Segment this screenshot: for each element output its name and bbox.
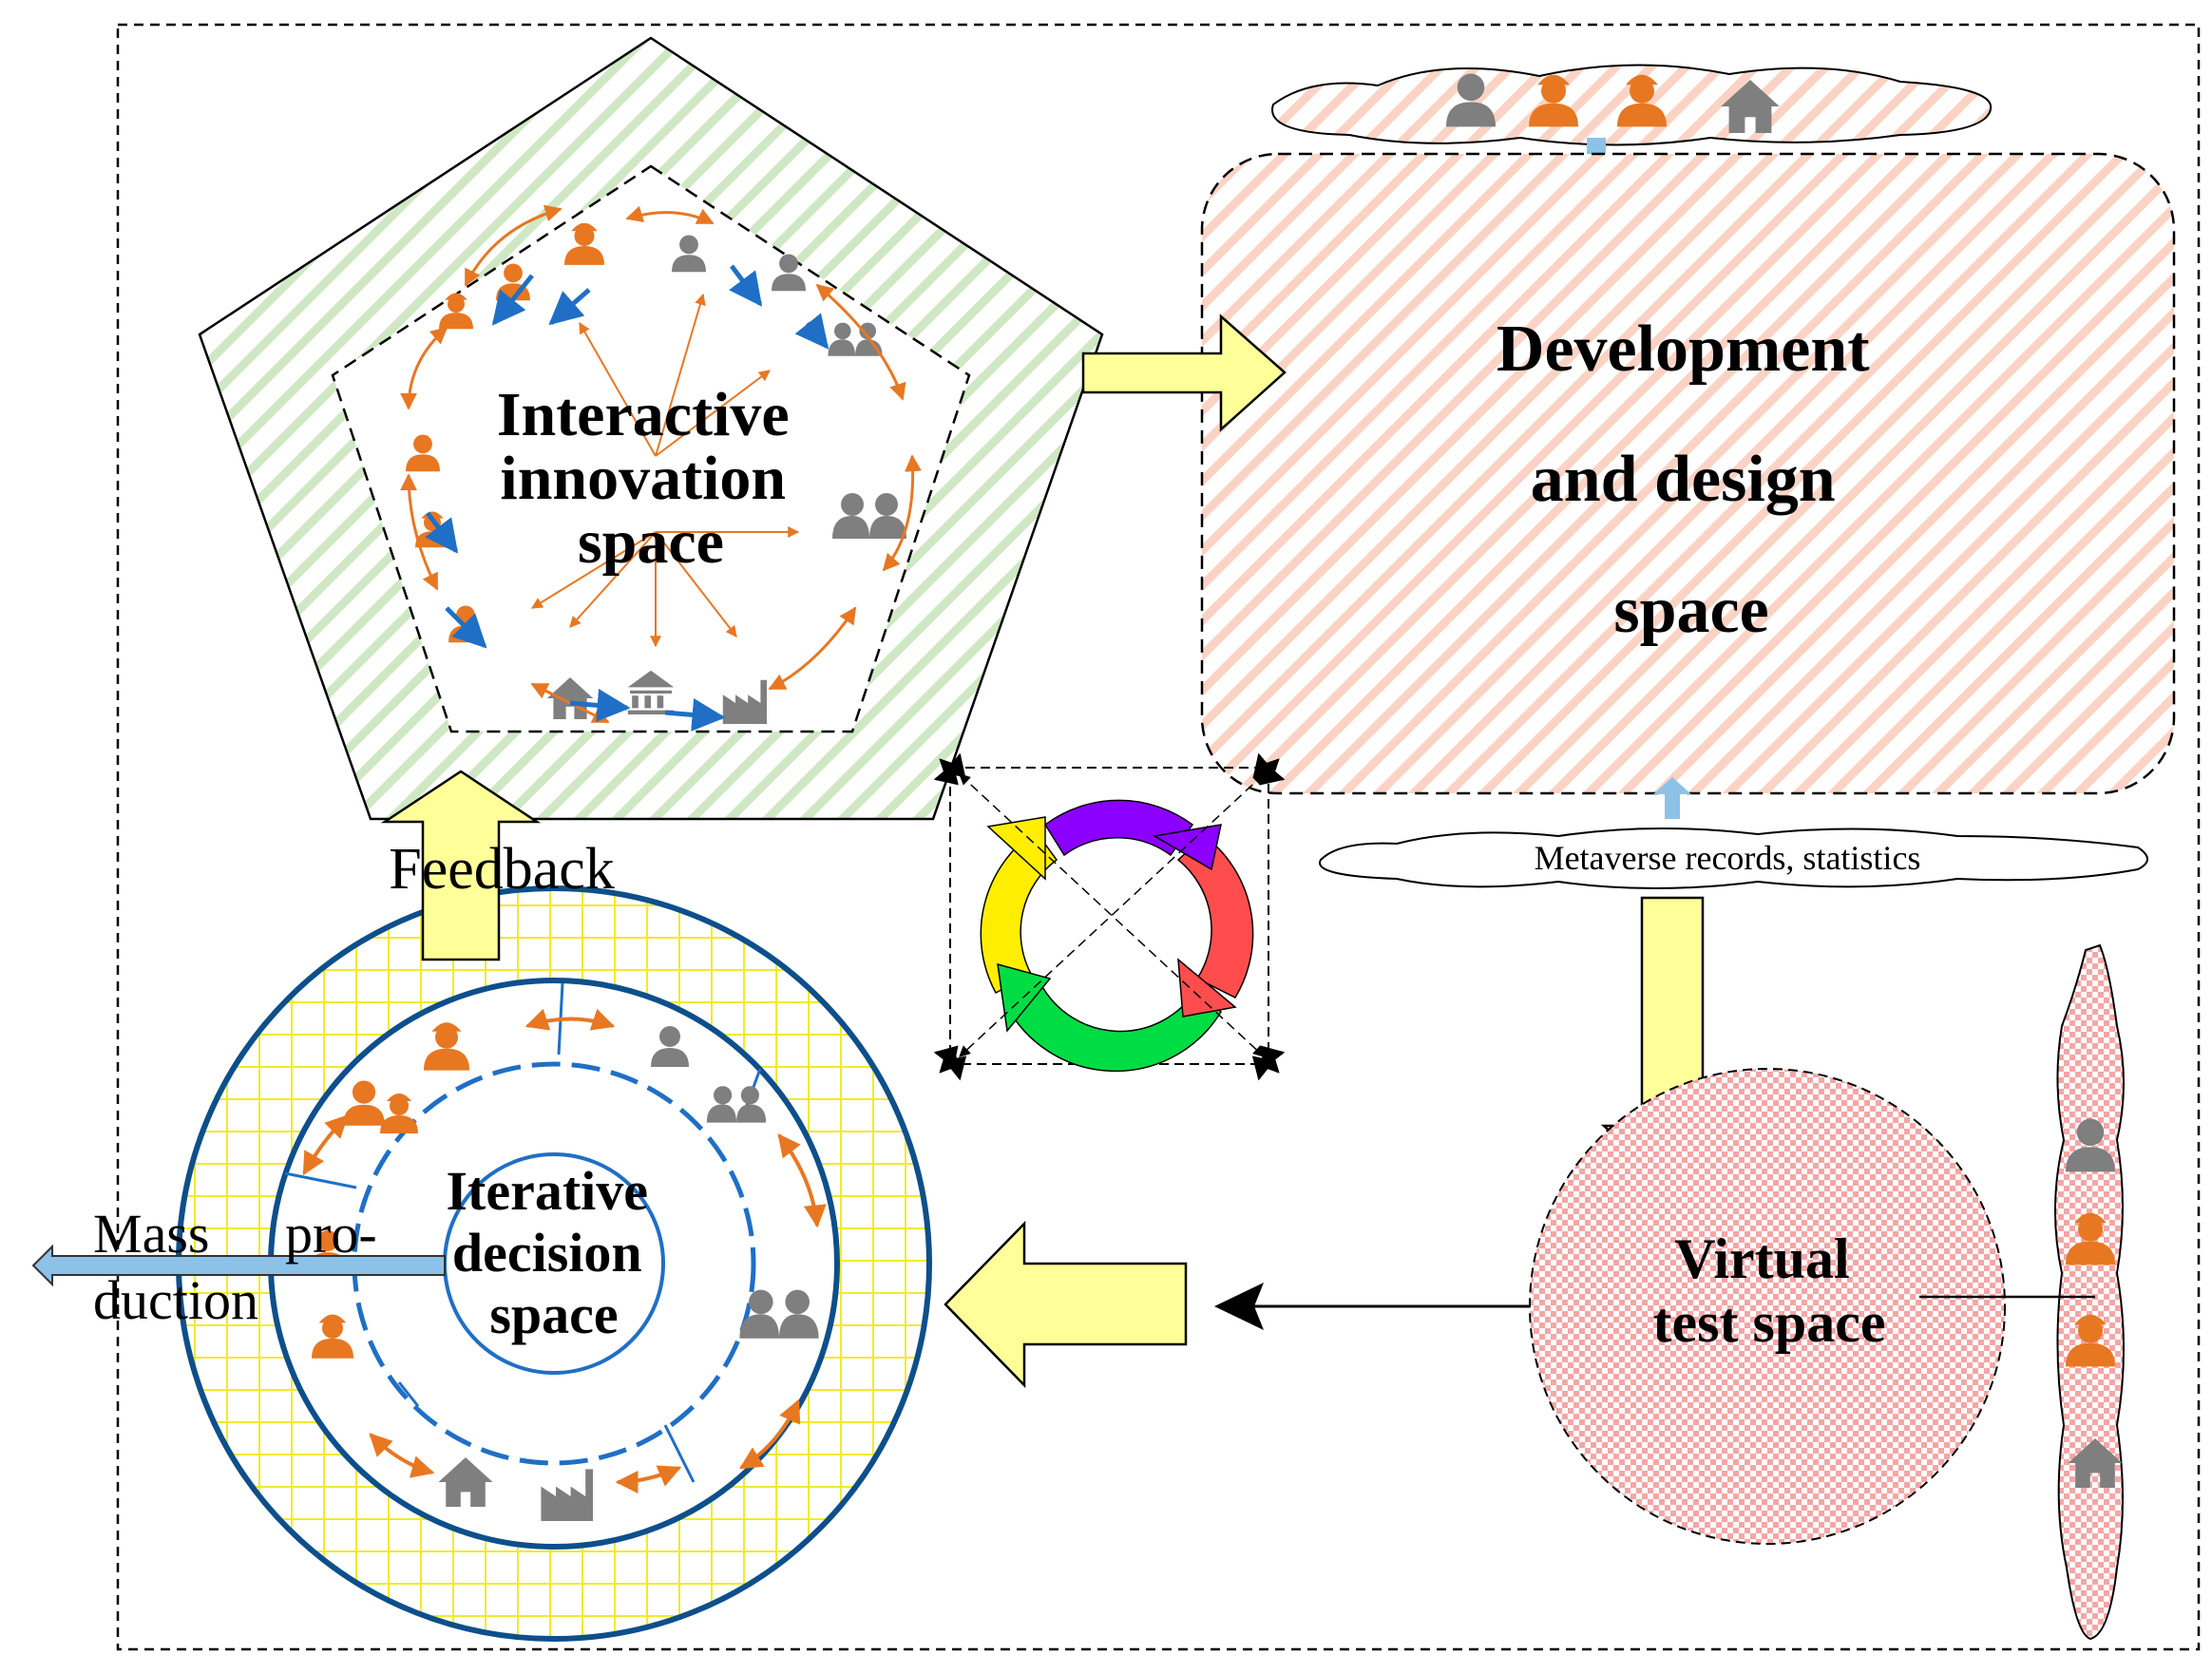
mass-production-label: Mass pro- duction <box>93 1203 391 1331</box>
iterative-title: Iterative decision space <box>446 1160 661 1345</box>
mass-production-arrow <box>31 1244 446 1287</box>
iterative-decision-space: Iterative decision space <box>176 885 932 1642</box>
innovation-space: Interactive innovation space <box>198 36 1104 821</box>
test-result-arrowhead <box>1214 1283 1264 1330</box>
virtual-title: Virtual test space <box>1653 1227 1886 1354</box>
arrow-to-development <box>1081 314 1287 432</box>
development-title: Development and design space <box>1497 313 1886 647</box>
virtual-test-space: Virtual test space <box>1214 896 2125 1641</box>
arrow-to-iterative <box>944 1220 1188 1389</box>
outer-frame <box>116 23 2201 1651</box>
metaverse-up-arrow <box>1653 777 1691 819</box>
cycle-frame <box>949 767 1269 1065</box>
feedback-label: Feedback <box>389 837 615 902</box>
metaverse-label: Metaverse records, statistics <box>1535 839 1921 877</box>
cycle-corner-arrows <box>933 752 1286 1081</box>
virtual-stakeholder-cloud <box>2054 943 2125 1641</box>
metaverse-cloud <box>1319 827 2148 889</box>
innovation-title: Interactive innovation space <box>497 380 805 577</box>
development-space: Development and design space Metaverse r… <box>1200 64 2176 889</box>
innovation-blue-arrows <box>425 264 830 732</box>
iterative-exchange-arrows <box>302 1008 827 1493</box>
central-cycle <box>933 752 1286 1081</box>
feedback-arrow <box>380 770 542 961</box>
innovation-center-arrows <box>530 293 800 648</box>
